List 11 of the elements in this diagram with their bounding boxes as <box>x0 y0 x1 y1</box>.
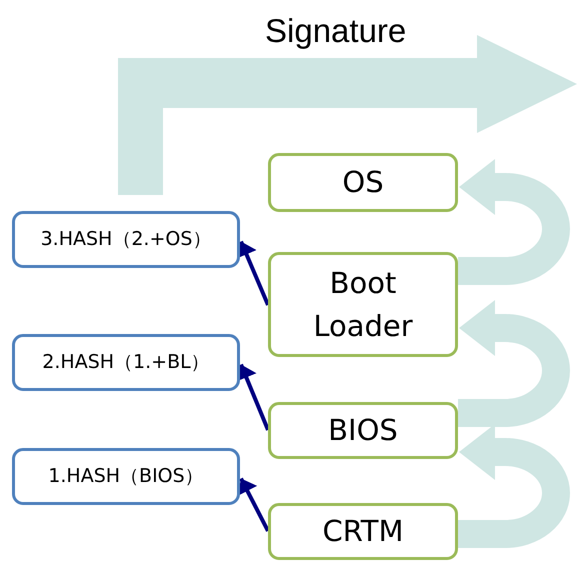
hash-box: 1.HASH（BIOS） <box>12 448 240 505</box>
arrow <box>238 478 270 532</box>
process-box: Boot Loader <box>268 252 458 357</box>
hash-box: 2.HASH（1.+BL） <box>12 334 240 391</box>
hash-box: 3.HASH（2.+OS） <box>12 211 240 268</box>
process-box: BIOS <box>268 402 458 459</box>
process-box: OS <box>268 153 458 212</box>
arrow-label: Signature <box>265 12 406 50</box>
process-box: CRTM <box>268 503 458 560</box>
curved-arrow <box>458 424 570 548</box>
curved-arrow <box>458 300 570 427</box>
